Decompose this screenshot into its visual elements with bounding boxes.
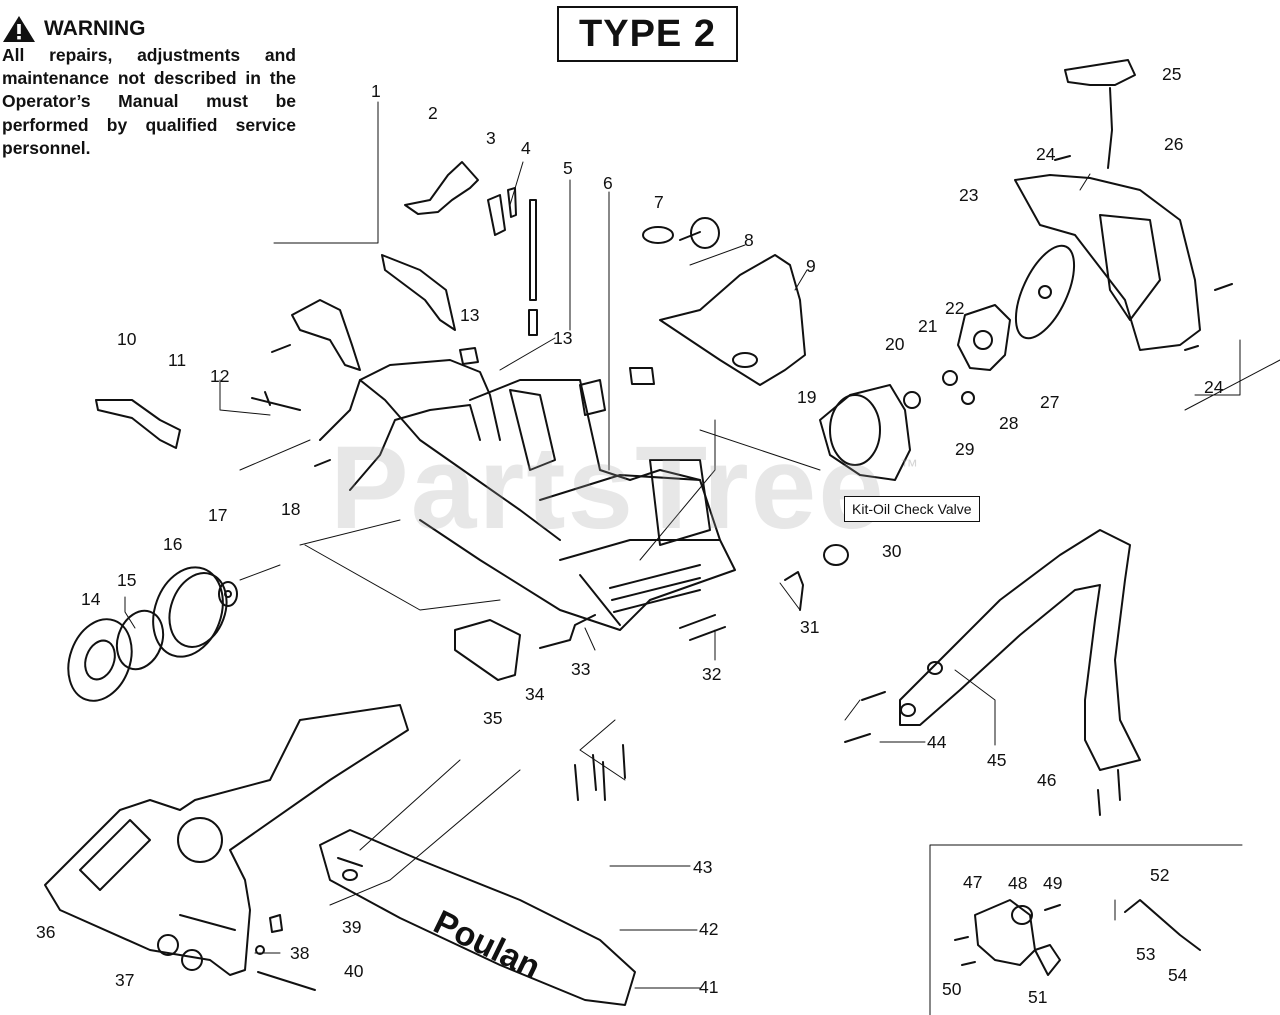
part-number[interactable]: 34 [525,684,545,704]
part-number[interactable]: 39 [342,917,362,937]
part-number[interactable]: 27 [1040,392,1060,412]
watermark-trademark: ™ [900,456,918,476]
part-number[interactable]: 32 [702,664,722,684]
part-number[interactable]: 52 [1150,865,1170,885]
part-number[interactable]: 24 [1204,377,1224,397]
callout-kit-oil-check-valve[interactable]: Kit-Oil Check Valve [844,496,980,522]
part-number[interactable]: 22 [945,298,965,318]
part-number[interactable]: 17 [208,505,228,525]
part-number[interactable]: 28 [999,413,1019,433]
part-number[interactable]: 12 [210,366,230,386]
part-number[interactable]: 14 [81,589,101,609]
clutch-parts [67,566,238,702]
part-number[interactable]: 8 [744,230,754,250]
part-number[interactable]: 49 [1043,873,1063,893]
part-number[interactable]: 24 [1036,144,1056,164]
part-number[interactable]: 42 [699,919,719,939]
part-number[interactable]: 19 [797,387,817,407]
part-number[interactable]: 6 [603,173,613,193]
part-number[interactable]: 10 [117,329,137,349]
upper-parts [642,217,806,386]
starter-parts [819,59,1233,481]
part-number[interactable]: 45 [987,750,1007,770]
part-number[interactable]: 33 [571,659,591,679]
part-number[interactable]: 1 [371,81,381,101]
part-number[interactable]: 2 [428,103,438,123]
part-number[interactable]: 44 [927,732,947,752]
misc-hardware [255,544,849,991]
part-number[interactable]: 7 [654,192,664,212]
side-cover [44,704,409,976]
warning-triangle-icon [3,16,35,42]
part-number[interactable]: 5 [563,158,573,178]
part-number[interactable]: 30 [882,541,902,561]
part-number[interactable]: 4 [521,138,531,158]
part-number[interactable]: 48 [1008,873,1028,893]
part-number[interactable]: 15 [117,570,137,590]
trigger-parts [95,161,538,449]
guide-bar [319,829,636,1006]
part-number[interactable]: 3 [486,128,496,148]
part-number[interactable]: 16 [163,534,183,554]
part-number[interactable]: 46 [1037,770,1057,790]
part-number[interactable]: 53 [1136,944,1156,964]
part-number[interactable]: 13 [460,305,480,325]
leader-lines [124,101,1280,989]
part-number[interactable]: 25 [1162,64,1182,84]
part-number[interactable]: 29 [955,439,975,459]
part-number[interactable]: 38 [290,943,310,963]
part-number[interactable]: 50 [942,979,962,999]
front-handle [844,529,1141,816]
warning-heading: WARNING [2,14,296,44]
part-number[interactable]: 26 [1164,134,1184,154]
crankcase-body [314,359,736,631]
part-number[interactable]: 18 [281,499,301,519]
warning-title: WARNING [44,17,146,40]
part-number[interactable]: 37 [115,970,135,990]
part-number[interactable]: 43 [693,857,713,877]
warning-text: All repairs, adjustments and maintenance… [2,45,296,158]
type-label: TYPE 2 [557,6,738,62]
part-number[interactable]: 41 [699,977,719,997]
part-number[interactable]: 31 [800,617,820,637]
part-number[interactable]: 54 [1168,965,1188,985]
part-number[interactable]: 47 [963,872,983,892]
part-number[interactable]: 13 [553,328,573,348]
part-number[interactable]: 51 [1028,987,1048,1007]
part-number[interactable]: 23 [959,185,979,205]
part-number[interactable]: 11 [168,350,187,370]
part-number[interactable]: 20 [885,334,905,354]
part-number[interactable]: 40 [344,961,364,981]
part-number[interactable]: 35 [483,708,503,728]
part-number[interactable]: 21 [918,316,938,336]
inset-box [929,844,1243,1015]
warning-block: WARNING All repairs, adjustments and mai… [2,14,296,160]
part-number[interactable]: 9 [806,256,816,276]
part-number[interactable]: 36 [36,922,56,942]
